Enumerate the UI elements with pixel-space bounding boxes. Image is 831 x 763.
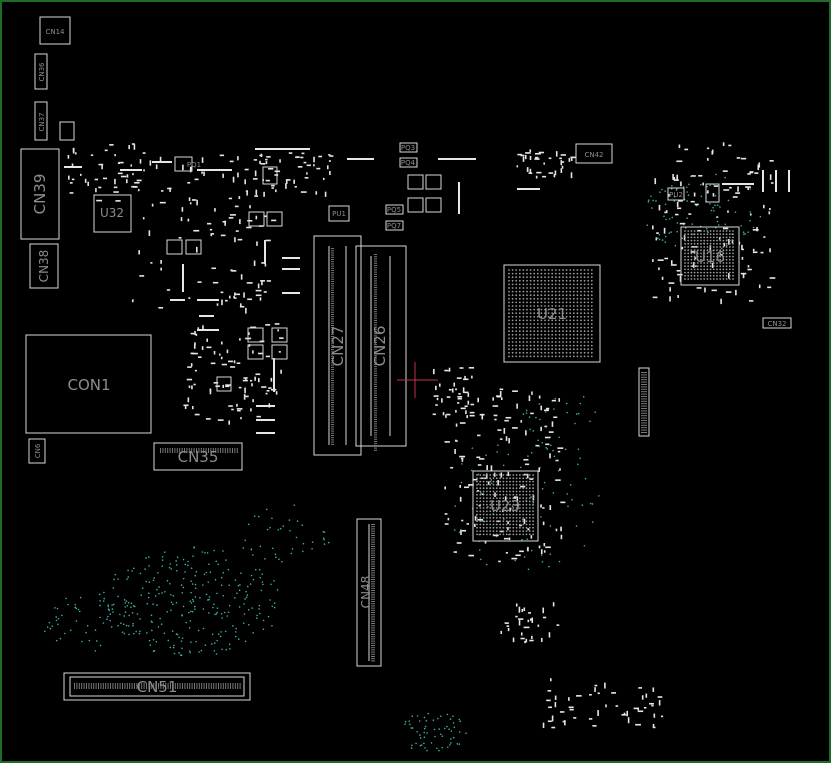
cn39-outline <box>20 148 60 240</box>
cn35-outline <box>153 442 243 471</box>
label-cn48: CN48 <box>359 576 373 609</box>
u23-outline <box>472 470 539 542</box>
cn48-outline <box>356 518 382 667</box>
component-outlines <box>20 16 792 701</box>
label-pq7: PQ7 <box>387 222 401 230</box>
label-u23: U23 <box>490 497 520 515</box>
cn42-outline <box>575 143 613 164</box>
label-cn6: CN6 <box>34 443 42 458</box>
label-cn27: CN27 <box>329 326 347 367</box>
label-cn38: CN38 <box>37 250 51 283</box>
label-pq1: PQ1 <box>187 161 201 169</box>
label-cn14: CN14 <box>45 28 65 36</box>
label-cn51: CN51 <box>137 678 178 696</box>
label-cn36: CN36 <box>38 62 46 82</box>
label-pq4: PQ4 <box>401 159 416 167</box>
cn26-outline <box>355 245 407 447</box>
cn32-outline <box>762 317 792 329</box>
label-cn35: CN35 <box>178 448 219 466</box>
label-u32: U32 <box>100 206 124 220</box>
con1-outline <box>25 334 152 434</box>
label-cn39: CN39 <box>31 174 49 215</box>
label-cn37: CN37 <box>38 112 46 131</box>
component-labels: CN14 CN36 CN37 CN39 U32 CN38 CON1 CN6 CN… <box>31 28 787 696</box>
label-pu1: PU1 <box>332 210 346 218</box>
cursor-crosshair <box>397 362 438 398</box>
label-cn32: CN32 <box>767 320 786 328</box>
label-u16: U16 <box>695 248 725 266</box>
label-pu2: PU2 <box>669 191 683 199</box>
label-con1: CON1 <box>67 376 110 394</box>
cn51-outline <box>63 672 251 701</box>
label-u21: U21 <box>537 305 567 323</box>
u16-outline <box>680 226 740 286</box>
cn14-outline <box>39 16 71 45</box>
pad-layer <box>64 142 790 729</box>
cn38-outline <box>29 243 59 289</box>
label-cn26: CN26 <box>371 326 389 367</box>
u32-outline <box>93 194 132 233</box>
label-pq3: PQ3 <box>401 144 415 152</box>
label-cn42: CN42 <box>584 151 603 159</box>
label-pq5: PQ5 <box>387 206 401 214</box>
mosfet-layer <box>166 174 442 392</box>
cn27-outline <box>313 235 362 456</box>
u21-outline <box>503 264 601 363</box>
via-layer <box>44 173 762 752</box>
bga-layer <box>476 230 734 536</box>
